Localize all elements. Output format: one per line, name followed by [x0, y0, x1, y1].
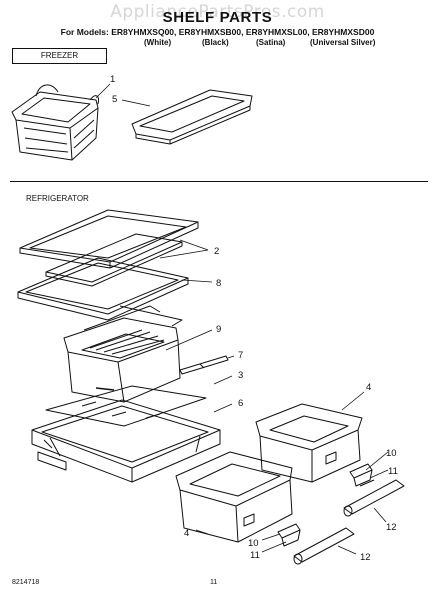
storage-drawer-part-4-lower: [175, 451, 293, 543]
page-number: 11: [210, 579, 218, 586]
rail-part-12-lower: [293, 527, 355, 565]
freezer-shelf-part-5: [131, 89, 253, 145]
fridge-shelf-part-2: [19, 209, 199, 287]
callout-5: 5: [112, 94, 117, 105]
freezer-basket-part-1: [11, 84, 99, 161]
freezer-section-label: FREEZER: [12, 48, 107, 64]
callout-4-upper: 4: [366, 382, 371, 393]
refrigerator-section-label: REFRIGERATOR: [26, 194, 89, 203]
callout-10-lower: 10: [248, 538, 259, 549]
page-title: SHELF PARTS: [162, 9, 273, 26]
variant-black: (Black): [202, 38, 229, 47]
clip-parts-10-11-lower: [277, 523, 301, 547]
glass-panel-part-3: [45, 385, 207, 427]
variant-white: (White): [144, 38, 172, 47]
callout-numbers: 1 5 2 8 9 7 3 6 4 10 11 12 4 10 11 12: [110, 74, 398, 563]
callout-4-lower: 4: [184, 528, 189, 539]
callout-12-upper: 12: [386, 522, 397, 533]
callout-6: 6: [238, 398, 243, 409]
crisper-drawer-part-9: [63, 305, 183, 403]
variant-universal-silver: (Universal Silver): [310, 38, 376, 47]
callout-11-lower: 11: [250, 550, 260, 561]
variant-satina: (Satina): [256, 38, 286, 47]
callout-1: 1: [110, 74, 115, 85]
callout-7: 7: [238, 350, 243, 361]
callout-9: 9: [216, 324, 221, 335]
drawer-frame-part-6: [31, 399, 221, 483]
callout-10-upper: 10: [386, 448, 397, 459]
rail-part-12-upper: [343, 479, 405, 517]
document-number: 8214718: [12, 579, 40, 586]
callout-8: 8: [216, 278, 221, 289]
callout-3: 3: [238, 370, 243, 381]
storage-drawer-part-4-upper: [255, 403, 363, 483]
models-line: For Models: ER8YHMXSQ00, ER8YHMXSB00, ER…: [60, 27, 375, 37]
callout-12-lower: 12: [360, 552, 371, 563]
section-divider: [10, 181, 428, 182]
trim-strip-part-7: [179, 355, 229, 375]
model-variants: (White) (Black) (Satina) (Universal Silv…: [144, 38, 390, 47]
fridge-frame-part-8: [17, 257, 189, 321]
watermark: AppliancePartsPros.com: [110, 2, 325, 22]
clip-parts-10-11-upper: [349, 463, 375, 487]
leader-lines: [95, 83, 389, 555]
callout-11-upper: 11: [388, 466, 398, 477]
callout-2: 2: [214, 246, 219, 257]
